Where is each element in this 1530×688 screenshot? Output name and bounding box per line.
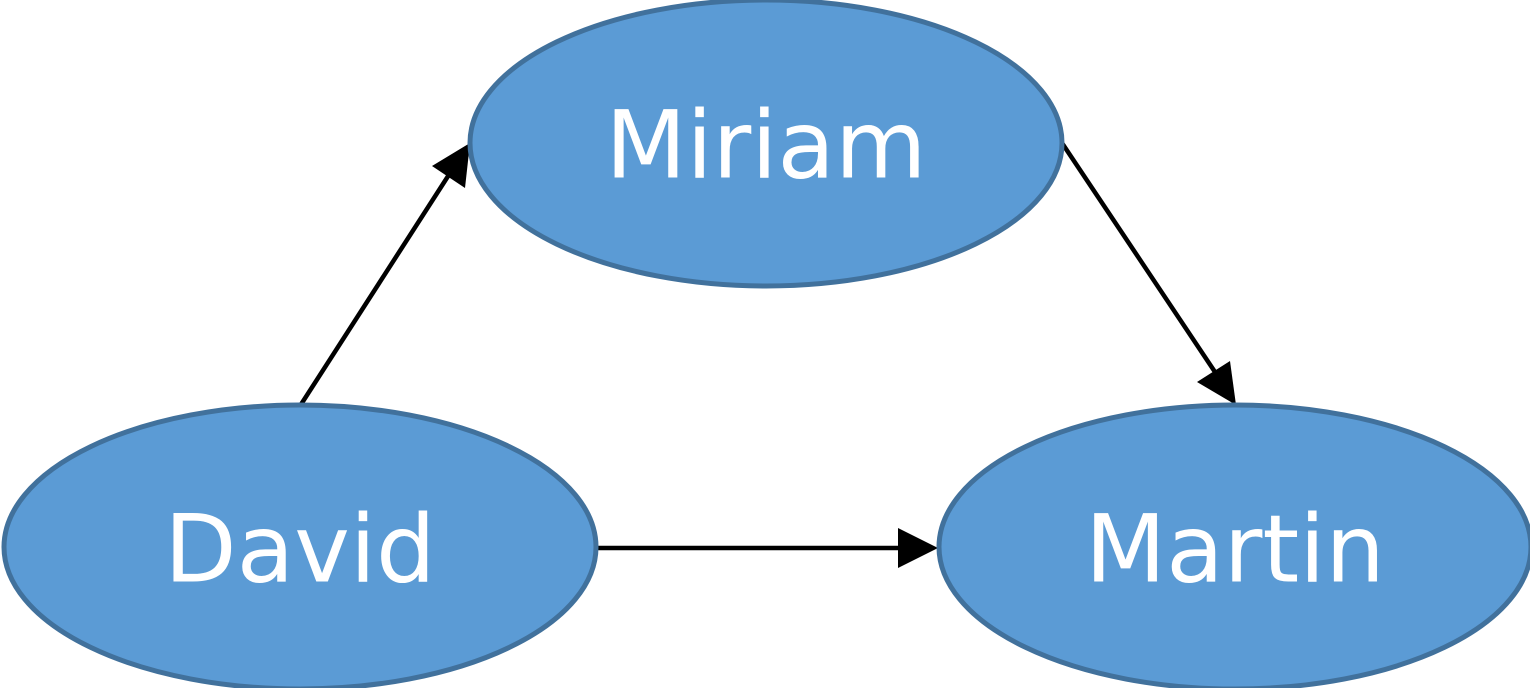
node-label-miriam: Miriam — [605, 92, 926, 201]
node-david: David — [1, 402, 599, 688]
arrowhead-icon — [1197, 361, 1236, 405]
edge-david-to-martin — [595, 528, 938, 568]
edge-david-to-miriam — [298, 143, 470, 408]
node-miriam: Miriam — [467, 0, 1065, 289]
node-martin: Martin — [936, 402, 1530, 688]
arrowhead-icon — [432, 143, 470, 188]
node-label-martin: Martin — [1085, 496, 1385, 605]
edge-miriam-to-martin — [1060, 141, 1236, 405]
arrowhead-icon — [898, 528, 938, 568]
node-label-david: David — [164, 496, 435, 605]
